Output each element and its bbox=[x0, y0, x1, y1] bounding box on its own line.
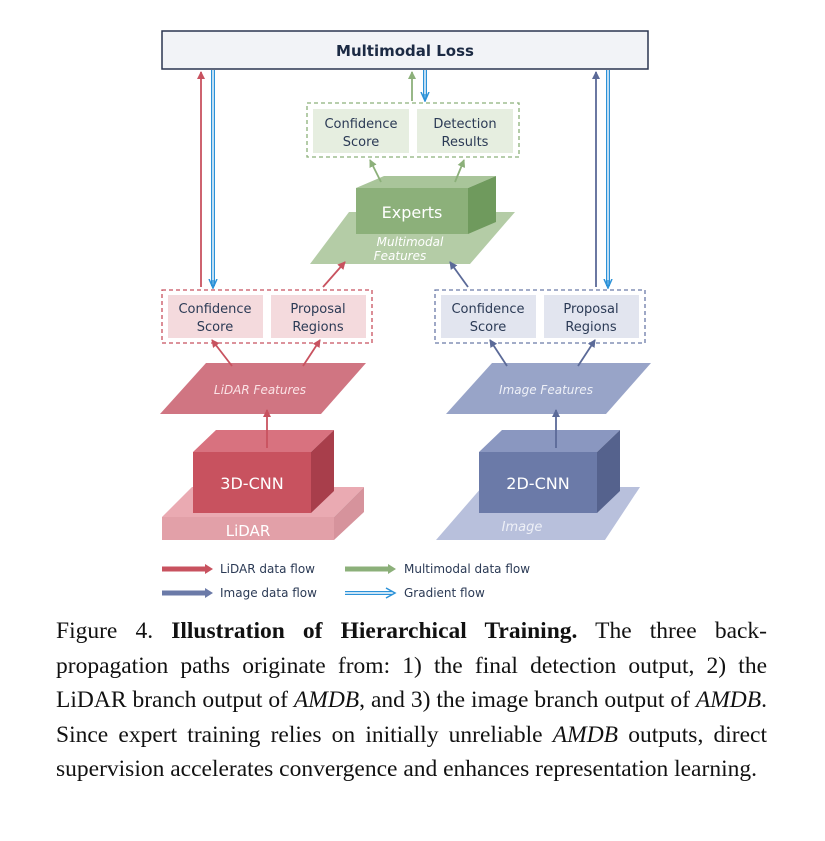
expert-confidence-score-label-1: Confidence bbox=[324, 117, 397, 132]
lidar-features-label: LiDAR Features bbox=[214, 383, 306, 397]
3d-cnn-label: 3D-CNN bbox=[220, 474, 283, 493]
image-features-label: Image Features bbox=[499, 383, 593, 397]
image-outputs-group: Confidence Score Proposal Regions bbox=[434, 289, 646, 344]
caption-title: Illustration of Hierarchical Training. bbox=[171, 618, 578, 644]
image-confidence-score-label-1: Confidence bbox=[451, 302, 524, 317]
image-input-label: Image bbox=[502, 520, 543, 535]
lidar-input-label: LiDAR bbox=[226, 522, 271, 540]
2d-cnn-block: 2D-CNN bbox=[479, 430, 620, 513]
hierarchical-training-diagram: Multimodal Loss Confidence Score Detecti… bbox=[160, 30, 651, 600]
legend-image-flow: Image data flow bbox=[220, 586, 317, 600]
image-proposal-regions-label-1: Proposal bbox=[563, 302, 618, 317]
detection-results-label-1: Detection bbox=[433, 117, 496, 132]
3d-cnn-block: 3D-CNN bbox=[193, 430, 334, 513]
2d-cnn-label: 2D-CNN bbox=[506, 474, 569, 493]
lidar-confidence-score-label-2: Score bbox=[197, 320, 233, 335]
image-confidence-score-label-2: Score bbox=[470, 320, 506, 335]
experts-label: Experts bbox=[382, 203, 443, 222]
amdb-term-2: AMDB bbox=[695, 687, 762, 713]
expert-confidence-score-label-2: Score bbox=[343, 135, 379, 150]
data-flow-arrows bbox=[197, 71, 600, 448]
figure-caption: Figure 4. Illustration of Hierarchical T… bbox=[56, 614, 767, 787]
image-proposal-regions-label-2: Regions bbox=[565, 320, 617, 335]
detection-results-label-2: Results bbox=[442, 135, 489, 150]
lidar-proposal-regions-label-1: Proposal bbox=[290, 302, 345, 317]
amdb-term-3: AMDB bbox=[552, 721, 619, 748]
expert-outputs-group: Confidence Score Detection Results bbox=[306, 102, 520, 158]
lidar-confidence-score-label-1: Confidence bbox=[178, 302, 251, 317]
figure-label: Figure 4. bbox=[56, 618, 154, 644]
lidar-features-plane: LiDAR Features bbox=[160, 363, 366, 414]
multimodal-features-label-1: Multimodal bbox=[377, 235, 444, 249]
caption-text-3: . Since expert training relies on initia… bbox=[56, 687, 767, 748]
amdb-term-1: AMDB bbox=[293, 687, 360, 713]
caption-text-2: , and 3) the image branch output of bbox=[359, 687, 690, 713]
legend-lidar-flow: LiDAR data flow bbox=[220, 562, 315, 576]
caption-text-4: outputs, direct supervision accelerates … bbox=[56, 721, 767, 783]
legend-multimodal-flow: Multimodal data flow bbox=[404, 562, 530, 576]
experts-block: Experts bbox=[356, 176, 496, 234]
gradient-flow-arrows bbox=[213, 70, 608, 288]
multimodal-features-label-2: Features bbox=[374, 249, 427, 263]
multimodal-loss-box: Multimodal Loss bbox=[161, 30, 649, 70]
legend: LiDAR data flow Image data flow Multimod… bbox=[162, 562, 530, 600]
caption-text-1: The three back-propagation paths origina… bbox=[56, 618, 768, 713]
image-features-plane: Image Features bbox=[446, 363, 651, 414]
lidar-proposal-regions-label-2: Regions bbox=[292, 320, 344, 335]
multimodal-loss-label: Multimodal Loss bbox=[336, 42, 474, 60]
legend-gradient-flow: Gradient flow bbox=[404, 586, 485, 600]
lidar-outputs-group: Confidence Score Proposal Regions bbox=[161, 289, 373, 344]
